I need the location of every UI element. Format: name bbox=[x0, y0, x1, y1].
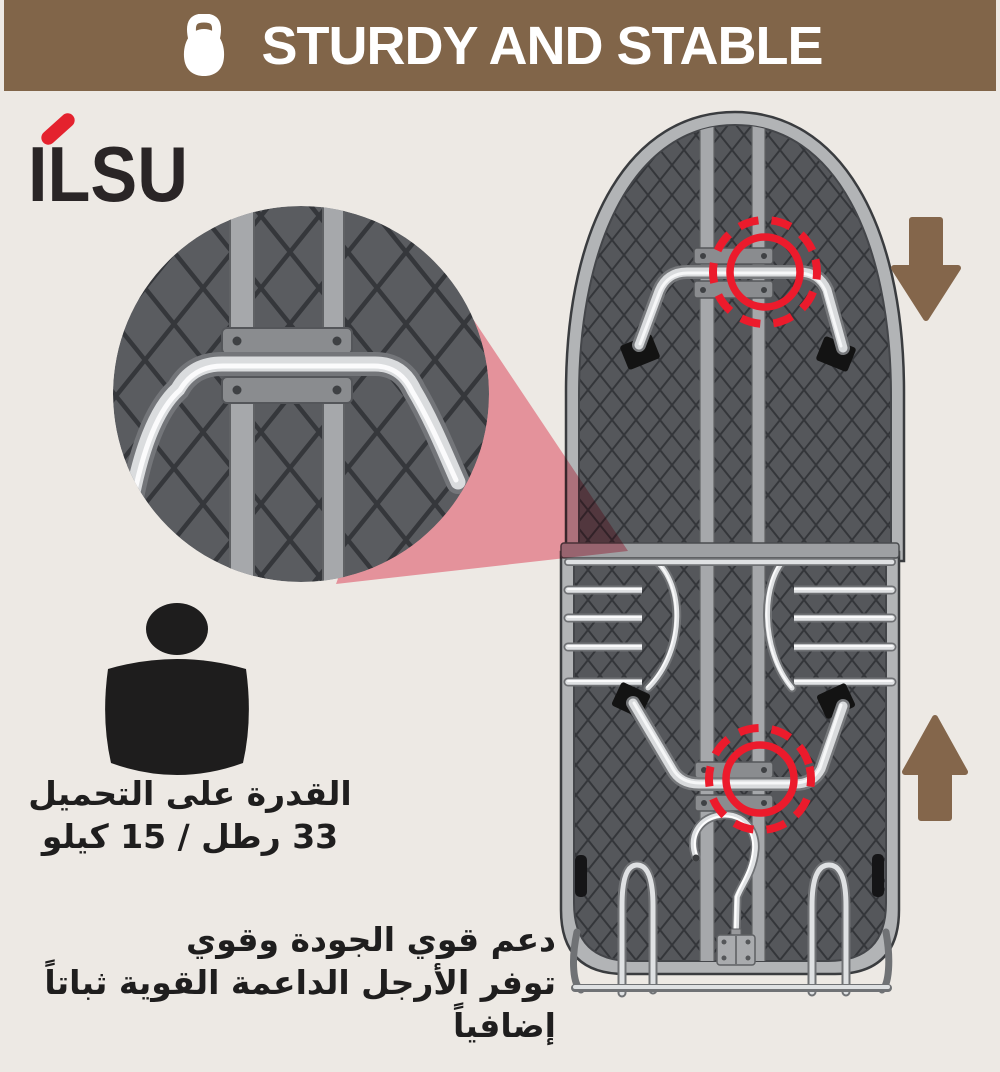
support-text: دعم قوي الجودة وقوي توفر الأرجل الداعمة … bbox=[0, 918, 556, 1047]
header-title: STURDY AND STABLE bbox=[261, 15, 823, 76]
capacity-line2: 33 رطل / 15 كيلو bbox=[41, 817, 339, 856]
capacity-text: القدرة على التحميل 33 رطل / 15 كيلو bbox=[15, 772, 365, 858]
red-highlight-bottom bbox=[705, 724, 815, 834]
fold-divider bbox=[560, 542, 900, 566]
weight-icon bbox=[105, 603, 249, 775]
down-arrow-icon bbox=[891, 217, 961, 321]
rack-curved-wires bbox=[643, 551, 797, 693]
support-line2: توفر الأرجل الداعمة القوية ثباتاً إضافيا… bbox=[44, 963, 556, 1045]
ironing-board bbox=[559, 110, 906, 998]
stand-wires bbox=[570, 854, 893, 998]
brand-name: ILSU bbox=[28, 130, 188, 218]
red-highlight-top bbox=[709, 216, 821, 328]
support-line1: دعم قوي الجودة وقوي bbox=[185, 920, 556, 959]
zoom-inset-circle bbox=[113, 206, 489, 582]
top-leg-assembly bbox=[620, 247, 856, 372]
kettlebell-icon bbox=[184, 13, 225, 76]
bottom-leg-assembly bbox=[611, 682, 856, 812]
capacity-line1: القدرة على التحميل bbox=[28, 774, 352, 813]
header-banner: STURDY AND STABLE bbox=[4, 0, 996, 91]
brand-logo: ILSU bbox=[28, 108, 228, 218]
up-arrow-icon bbox=[902, 715, 968, 821]
